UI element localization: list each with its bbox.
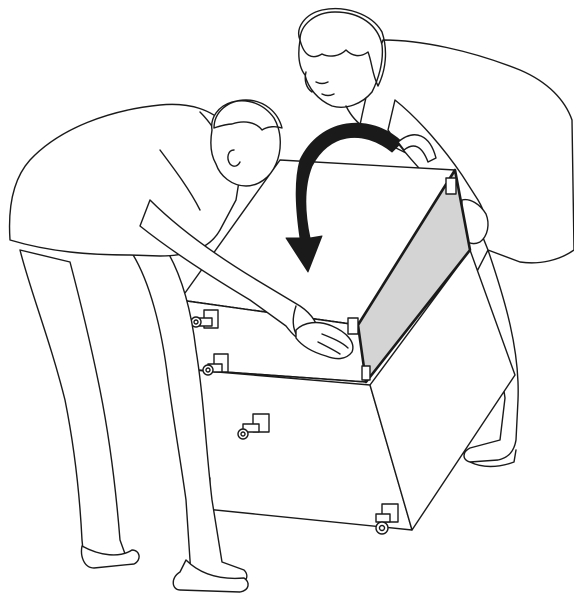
installation-illustration [0, 0, 574, 604]
